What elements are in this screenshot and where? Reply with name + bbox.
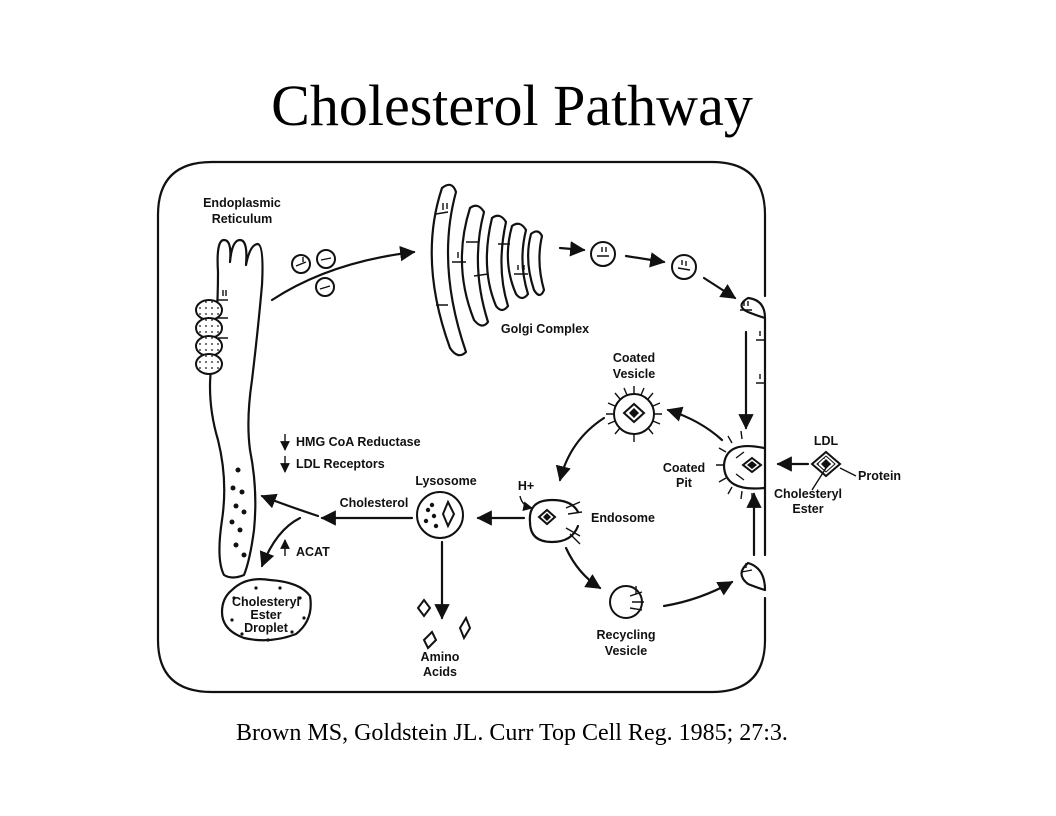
recycling-vesicle-label-line2: Vesicle (605, 644, 647, 658)
amino-acid-shapes (416, 598, 472, 650)
cholesterol-label: Cholesterol (340, 496, 409, 510)
cholesteryl-ester-label-line2: Ester (792, 502, 823, 516)
er-cholesterol-dots (229, 467, 247, 558)
endosome-label: Endosome (591, 511, 655, 525)
cholesteryl-ester-droplet (220, 578, 312, 642)
secretory-vesicle-1 (590, 241, 616, 267)
golgi-label: Golgi Complex (501, 322, 589, 336)
coated-pit-label-line2: Pit (676, 476, 693, 490)
hmg-label: HMG CoA Reductase (296, 435, 421, 449)
ribosomes (195, 290, 228, 375)
ldl-receptors-label: LDL Receptors (296, 457, 385, 471)
er-transport-vesicles (291, 249, 336, 297)
lysosome (416, 491, 464, 539)
arrow-vesicle-to-vesicle (624, 252, 666, 268)
er-label-line1: Endoplasmic (203, 196, 281, 210)
droplet-label-line1: Cholesteryl (232, 595, 300, 609)
cell-membrane (156, 160, 767, 694)
amino-acids-label-line2: Acids (423, 665, 457, 679)
endoplasmic-reticulum (208, 238, 264, 579)
arrow-pit-to-coated-vesicle (666, 406, 724, 442)
ldl-label: LDL (814, 434, 839, 448)
acat-label: ACAT (296, 545, 330, 559)
amino-acids-label-line1: Amino (421, 650, 460, 664)
arrow-golgi-to-vesicle (558, 241, 586, 257)
recycling-vesicle-label-line1: Recycling (596, 628, 655, 642)
coated-pit (716, 430, 766, 501)
arrow-coated-vesicle-to-endosome (555, 416, 606, 482)
lysosome-label: Lysosome (415, 474, 476, 488)
arrow-to-droplet (259, 516, 302, 568)
arrow-to-er (260, 493, 320, 518)
droplet-label-line2: Ester (250, 608, 281, 622)
recycling-vesicle (609, 585, 644, 619)
endosome (528, 498, 583, 545)
arrow-recycling-to-membrane (662, 580, 734, 608)
protein-label: Protein (858, 469, 901, 483)
arrow-endosome-to-recycling (564, 546, 602, 590)
ldl-particle (810, 450, 842, 478)
er-label-line2: Reticulum (212, 212, 272, 226)
h-plus-label: H+ (518, 479, 534, 493)
citation: Brown MS, Goldstein JL. Curr Top Cell Re… (236, 720, 788, 746)
slide-title: Cholesterol Pathway (271, 73, 753, 138)
secretory-vesicle-2 (671, 254, 697, 280)
arrow-er-to-golgi (270, 245, 416, 302)
coated-vesicle-label-line2: Vesicle (613, 367, 655, 381)
golgi-complex (430, 183, 546, 357)
droplet-label-line3: Droplet (244, 621, 289, 635)
arrow-h-plus-to-endosome (519, 495, 533, 512)
coated-vesicle-label-line1: Coated (613, 351, 655, 365)
cholesteryl-ester-label-line1: Cholesteryl (774, 487, 842, 501)
coated-vesicle (606, 386, 662, 442)
arrow-vesicle-to-membrane (702, 276, 737, 300)
coated-pit-label-line1: Coated (663, 461, 705, 475)
